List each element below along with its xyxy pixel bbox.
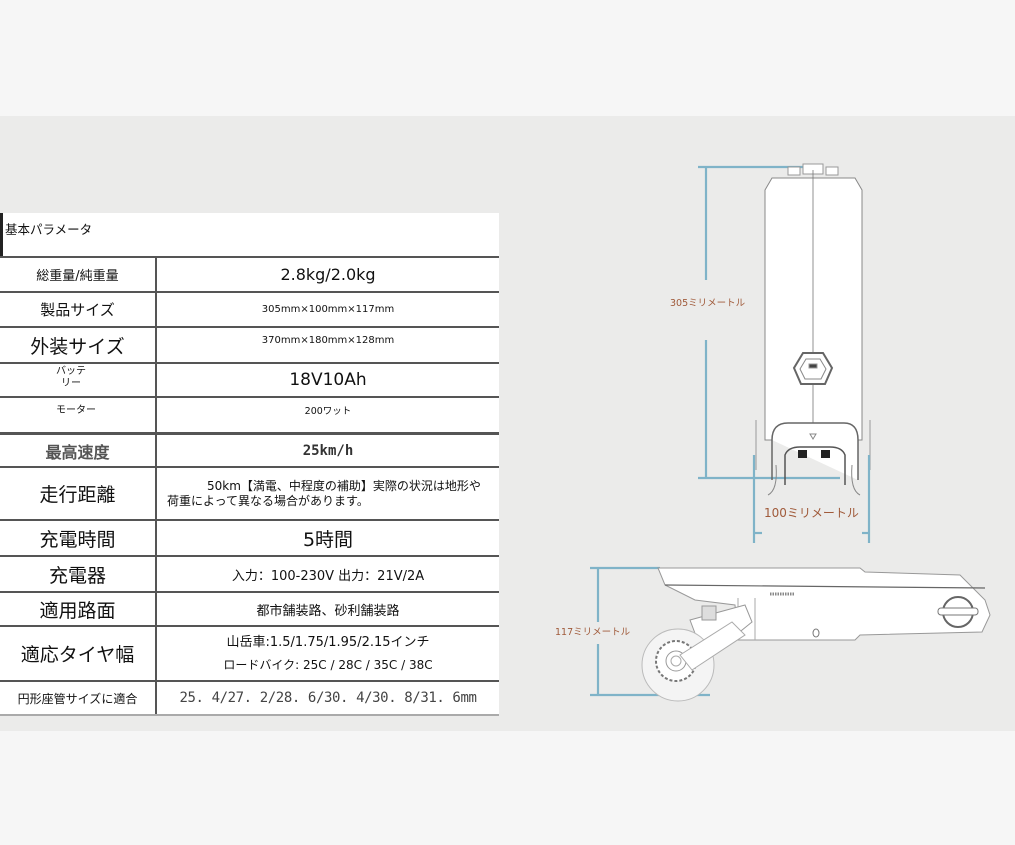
spec-row-tire-width: 適応タイヤ幅 山岳車:1.5/1.75/1.95/2.15インチ ロードバイク:… (0, 625, 499, 680)
spec-value: 200ワット (304, 406, 352, 417)
spec-label: 走行距離 (0, 468, 157, 519)
product-diagram: 305ミリメートル 100ミリメートル 117ミリメートル (520, 150, 1015, 710)
spec-row-product-size: 製品サイズ 305mm×100mm×117mm (0, 291, 499, 326)
spec-row-battery: バッテリー 18V10Ah (0, 362, 499, 396)
spec-row-range: 走行距離 50km【満電、中程度の補助】実際の状況は地形や荷重によって異なる場合… (0, 466, 499, 519)
spec-row-seatpost: 円形座管サイズに適合 25. 4/27. 2/28. 6/30. 4/30. 8… (0, 680, 499, 716)
spec-value: 18V10Ah (289, 370, 367, 390)
spec-row-charger: 充電器 入力：100-230V 出力：21V/2A (0, 555, 499, 591)
spec-value: 305mm×100mm×117mm (261, 304, 395, 315)
front-view (755, 163, 871, 496)
spec-label: 充電器 (0, 557, 157, 591)
spec-label: 製品サイズ (0, 293, 157, 326)
spec-label: 外装サイズ (0, 328, 157, 362)
width-dimension-lines (752, 455, 871, 543)
product-drawing-svg (590, 163, 991, 702)
spec-value: 山岳車:1.5/1.75/1.95/2.15インチ ロードバイク: 25C / … (157, 627, 499, 680)
tire-width-road: ロードバイク: 25C / 28C / 35C / 38C (223, 657, 433, 672)
side-view (641, 567, 991, 702)
depth-dimension-label: 117ミリメートル (555, 627, 631, 638)
spec-value: 都市舗装路、砂利舗装路 (256, 603, 400, 619)
spec-value: 5時間 (302, 528, 354, 551)
spec-row-max-speed: 最高速度 25km/h (0, 432, 499, 466)
spec-label: 最高速度 (0, 435, 157, 466)
spec-label: 円形座管サイズに適合 (0, 682, 157, 714)
spec-row-package-size: 外装サイズ 370mm×180mm×128mm (0, 326, 499, 362)
spec-label: 充電時間 (0, 521, 157, 555)
spec-label: 適応タイヤ幅 (0, 627, 157, 680)
spec-label: 総重量/純重量 (0, 258, 157, 291)
spec-value: 入力：100-230V 出力：21V/2A (231, 568, 425, 584)
spec-value: 2.8kg/2.0kg (280, 265, 376, 284)
spec-value: 25km/h (302, 442, 354, 459)
spec-table-title: 基本パラメータ (0, 213, 499, 256)
spec-label: モーター (0, 398, 157, 432)
spec-label: バッテリー (0, 364, 157, 396)
spec-label: 適用路面 (0, 593, 157, 625)
width-dimension-label: 100ミリメートル (764, 506, 859, 520)
height-dimension-label: 305ミリメートル (670, 298, 746, 309)
spec-row-weight: 総重量/純重量 2.8kg/2.0kg (0, 256, 499, 291)
spec-value: 25. 4/27. 2/28. 6/30. 4/30. 8/31. 6mm (179, 690, 477, 706)
spec-row-charging-time: 充電時間 5時間 (0, 519, 499, 555)
spec-row-road-surface: 適用路面 都市舗装路、砂利舗装路 (0, 591, 499, 625)
spec-table: 基本パラメータ 総重量/純重量 2.8kg/2.0kg 製品サイズ 305mm×… (0, 213, 499, 716)
spec-value: 370mm×180mm×128mm (261, 335, 395, 346)
spec-value: 50km【満電、中程度の補助】実際の状況は地形や荷重によって異なる場合があります… (167, 478, 481, 508)
spec-label-text: バッテリー (56, 366, 86, 389)
spec-row-motor: モーター 200ワット (0, 396, 499, 432)
tire-width-mtb: 山岳車:1.5/1.75/1.95/2.15インチ (226, 634, 430, 650)
